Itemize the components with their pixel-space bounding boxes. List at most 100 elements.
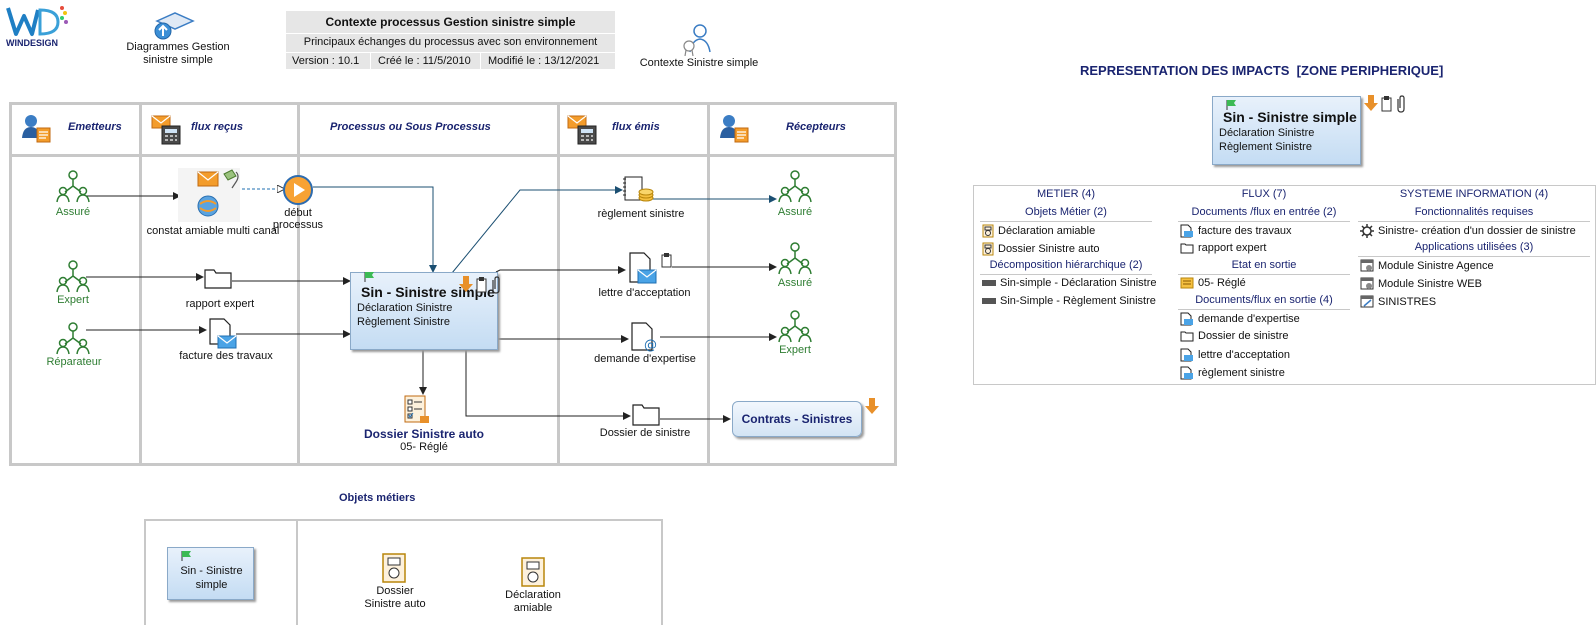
flux-item-label: règlement sinistre (1198, 366, 1285, 379)
process-line1: Déclaration Sinistre (357, 302, 453, 314)
logo-text: WINDESIGN (6, 38, 59, 48)
diagrammes-label[interactable]: Diagrammes Gestion sinistre simple (118, 41, 238, 66)
objets-metiers-title: Objets métiers (339, 492, 416, 504)
reglement-icon[interactable] (622, 176, 654, 211)
swimlane-frame (9, 102, 897, 466)
om-declaration-label: Déclaration amiable (488, 589, 578, 614)
metier-header: METIER (4) (1036, 188, 1096, 200)
flux-header: FLUX (7) (1241, 188, 1287, 200)
business-object-icon (982, 224, 994, 238)
decomp-item[interactable]: Sin-Simple - Règlement Sinistre (982, 295, 1156, 307)
database-icon (1360, 295, 1374, 308)
contexte-label[interactable]: Contexte Sinistre simple (639, 57, 759, 69)
impacts-process-line2: Règlement Sinistre (1219, 141, 1312, 153)
flux-item[interactable]: rapport expert (1180, 242, 1266, 254)
constat-multicanal-icon[interactable] (178, 168, 240, 222)
flux-facture-label: facture des travaux (179, 350, 273, 362)
lane-recepteurs: Récepteurs (786, 121, 846, 133)
actor-icon (56, 322, 90, 361)
diagrammes-label-line2: sinistre simple (143, 54, 213, 66)
process-title: Sin - Sinistre simple (361, 284, 495, 300)
diagrammes-label-line1: Diagrammes Gestion (126, 41, 230, 53)
document-mail-icon (1180, 348, 1193, 362)
debut-processus-icon[interactable] (282, 174, 314, 211)
lane-flux-recus: flux reçus (191, 121, 243, 133)
apps-header: Applications utilisées (3) (1414, 241, 1534, 253)
metier-item[interactable]: Dossier Sinistre auto (982, 242, 1100, 256)
decomp-item[interactable]: Sin-simple - Déclaration Sinistre (982, 277, 1157, 289)
actor-icon (56, 170, 90, 209)
arrow-down-icon (459, 276, 473, 292)
impacts-process-box[interactable]: Sin - Sinistre simple Déclaration Sinist… (1212, 96, 1361, 165)
si-item[interactable]: SINISTRES (1360, 295, 1436, 309)
flux-dossier-label: Dossier de sinistre (599, 427, 691, 439)
contrats-label: Contrats - Sinistres (741, 412, 853, 426)
flux-item-label: facture des travaux (1198, 224, 1292, 237)
si-item[interactable]: Module Sinistre WEB (1360, 277, 1482, 291)
flux-item[interactable]: facture des travaux (1180, 224, 1292, 238)
document-mail-icon (1180, 224, 1193, 238)
flux-rapport-label: rapport expert (185, 298, 255, 310)
actor-assure-in: Assuré (55, 206, 91, 218)
business-object-icon[interactable] (521, 557, 545, 592)
flux-item-label: rapport expert (1198, 242, 1267, 254)
debut-line1: début (284, 207, 312, 219)
metier-item-label: Dossier Sinistre auto (998, 242, 1100, 255)
impacts-toolbar (1364, 95, 1408, 118)
lane-processus: Processus ou Sous Processus (330, 121, 491, 133)
flux-reglement-label: règlement sinistre (597, 208, 685, 220)
objets-metiers-table (144, 519, 663, 625)
si-item-label: Sinistre- création d'un dossier de sinis… (1378, 224, 1576, 237)
flag-icon (364, 272, 374, 282)
gear-icon (1360, 224, 1374, 238)
flux-item-label: lettre d'acceptation (1198, 348, 1290, 361)
flux-item[interactable]: règlement sinistre (1180, 366, 1285, 380)
document-mail-icon[interactable] (208, 318, 238, 355)
si-header: SYSTEME INFORMATION (4) (1399, 188, 1549, 200)
arrow-down-icon[interactable] (865, 398, 879, 419)
flux-demande-label: demande d'expertise (594, 353, 696, 365)
lane-divider (707, 102, 710, 466)
folder-icon[interactable] (204, 267, 232, 294)
om-sin-line1: Sin - Sinistre (180, 565, 243, 577)
si-item-label: Module Sinistre Agence (1378, 259, 1494, 272)
demande-icon[interactable]: @ (630, 322, 660, 357)
dossier-checklist-icon[interactable] (404, 394, 430, 429)
folder-icon (1180, 243, 1194, 254)
document-mail-icon (1180, 312, 1193, 326)
flag-icon (181, 551, 191, 561)
debut-processus-label: début processus (268, 207, 328, 231)
business-object-icon[interactable] (382, 553, 406, 588)
flux-lettre-label: lettre d'acceptation (598, 287, 691, 299)
si-item[interactable]: Sinistre- création d'un dossier de sinis… (1360, 224, 1576, 238)
connector-lines (86, 0, 777, 423)
flux-item[interactable]: Dossier de sinistre (1180, 330, 1288, 342)
diagrammes-icon[interactable] (153, 11, 195, 46)
metier-item[interactable]: Déclaration amiable (982, 224, 1095, 238)
impacts-process-title: Sin - Sinistre simple (1223, 109, 1357, 125)
folder-icon[interactable] (632, 402, 660, 431)
dossier-title: Dossier Sinistre auto (363, 427, 485, 441)
si-item-label: SINISTRES (1378, 295, 1437, 308)
contrats-sinistres-box[interactable]: Contrats - Sinistres (732, 401, 862, 437)
flux-item[interactable]: 05- Réglé (1180, 277, 1246, 289)
actor-icon (778, 242, 812, 281)
fonct-header: Fonctionnalités requises (1414, 206, 1534, 218)
flux-item[interactable]: lettre d'acceptation (1180, 348, 1290, 362)
om-process-box[interactable]: Sin - Sinistre simple (167, 547, 254, 600)
flux-constat-label: constat amiable multi canal (146, 225, 280, 237)
state-icon (1180, 277, 1194, 289)
lettre-icon[interactable] (628, 252, 674, 291)
flux-item[interactable]: demande d'expertise (1180, 312, 1300, 326)
decomp-item-label: Sin-Simple - Règlement Sinistre (1000, 295, 1156, 307)
si-item-label: Module Sinistre WEB (1378, 277, 1482, 290)
process-toolbar (459, 276, 501, 299)
header-box-title: Contexte processus Gestion sinistre simp… (325, 15, 576, 29)
process-box-main[interactable]: Sin - Sinistre simple Déclaration Sinist… (350, 272, 498, 350)
lane-divider (139, 102, 142, 466)
flux-emis-icon (566, 112, 600, 151)
actor-expert-out: Expert (779, 344, 811, 356)
si-item[interactable]: Module Sinistre Agence (1360, 259, 1494, 273)
contexte-icon[interactable] (680, 22, 714, 61)
flag-icon (1226, 100, 1236, 110)
